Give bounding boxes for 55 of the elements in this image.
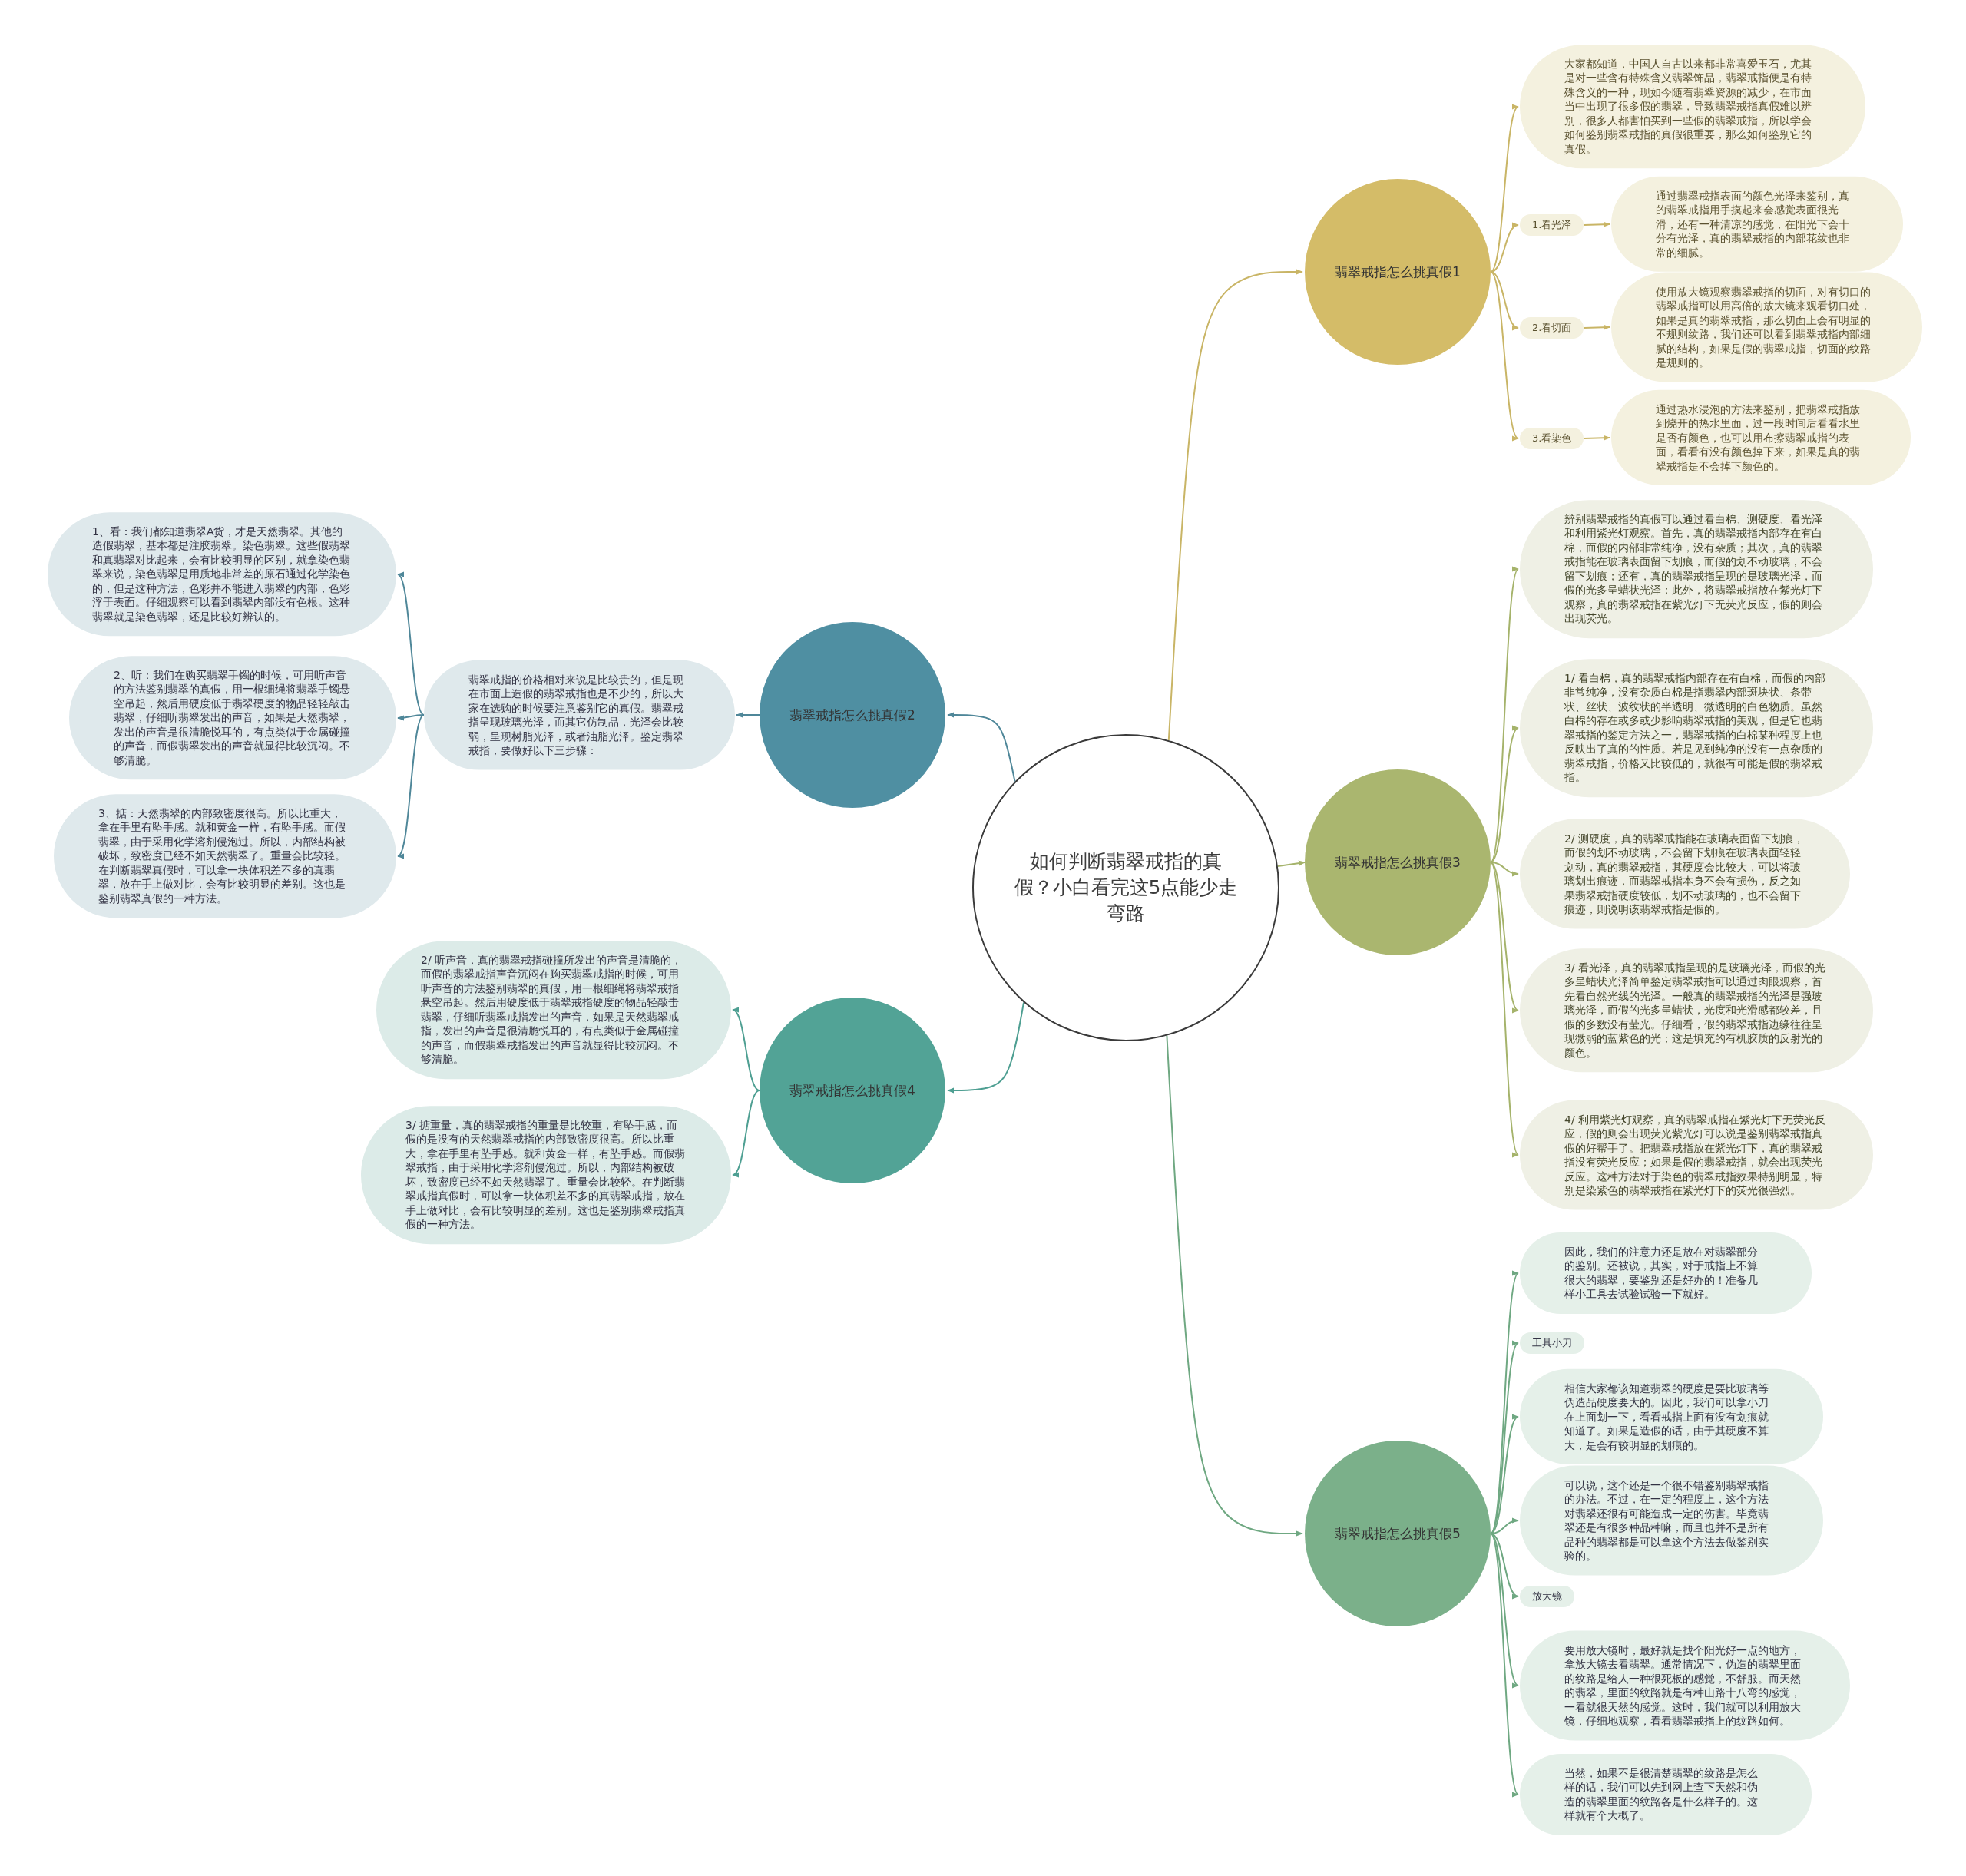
- connector-arrow: [736, 712, 760, 718]
- connector-arrow: [1490, 271, 1519, 439]
- note-bubble: 3/ 掂重量，真的翡翠戒指的重量是比较重，有坠手感，而假的是没有的天然翡翠戒指的内部致密度很高。所以比重大，拿在手里有坠手感。就和黄金一样，有坠手感。而假翡翠戒指，由于采用化学溶剂侵泡过。所以，内部结构被破坏，致密度已经不如天然翡翠了。重量会比较轻。在判断翡翠戒指真假时，可以拿一块体积差不多的真翡翠戒指，放在手上做对比，会有比较明显的差别。这也是鉴别翡翠戒指真假的一种方法。: [361, 1106, 731, 1244]
- topic-circle: 翡翠戒指怎么挑真假5: [1305, 1441, 1491, 1626]
- topic-circle: 翡翠戒指怎么挑真假3: [1305, 769, 1491, 955]
- note-bubble: 辨别翡翠戒指的真假可以通过看白棉、测硬度、看光泽和利用紫光灯观察。首先，真的翡翠戒指内部存在有白棉，而假的内部非常纯净，没有杂质；其次，真的翡翠戒指能在玻璃表面留下划痕，而假的划不动玻璃，不会留下划痕；还有，真的翡翠戒指呈现的是玻璃光泽，而假的光多呈蜡状光泽；此外，将翡翠戒指放在紫光灯下观察，真的翡翠戒指在紫光灯下无荧光反应，假的则会出现荧光。: [1520, 500, 1873, 638]
- note-bubble: 相信大家都该知道翡翠的硬度是要比玻璃等伪造品硬度要大的。因此，我们可以拿小刀在上面划一下，看看戒指上面有没有划痕就知道了。如果是造假的话，由于其硬度不算大，是会有较明显的划痕的。: [1520, 1368, 1823, 1465]
- topic-circle: 翡翠戒指怎么挑真假4: [760, 998, 945, 1183]
- note-bubble: 4/ 利用紫光灯观察，真的翡翠戒指在紫光灯下无荧光反应，假的则会出现荧光紫光灯可以说是鉴别翡翠戒指真假的好帮手了。把翡翠戒指放在紫光灯下，真的翡翠戒指没有荧光反应；如果是假的翡翠戒指，就会出现荧光反应。这种方法对于染色的翡翠戒指效果特别明显，特别是染紫色的翡翠戒指在紫光灯下的荧光很强烈。: [1520, 1100, 1873, 1210]
- connector-arrow: [1166, 1034, 1303, 1537]
- connector-arrow: [1583, 435, 1610, 441]
- connector-arrow: [947, 712, 1016, 782]
- connector-arrow: [947, 1001, 1024, 1094]
- topic-circle: 翡翠戒指怎么挑真假2: [760, 622, 945, 808]
- note-bubble: 3、掂：天然翡翠的内部致密度很高。所以比重大，拿在手里有坠手感。就和黄金一样，有坠手感。而假翡翠，由于采用化学溶剂侵泡过。所以，内部结构被破坏，致密度已经不如天然翡翠了。重量会比较轻。在判断翡翠真假时，可以拿一块体积差不多的真翡翠，放在手上做对比，会有比较明显的差别。这也是鉴别翡翠真假的一种方法。: [54, 794, 396, 918]
- connector-arrow: [1277, 860, 1306, 867]
- subtopic-pill: 2.看切面: [1520, 317, 1584, 339]
- note-bubble: 使用放大镜观察翡翠戒指的切面，对有切口的翡翠戒指可以用高倍的放大镜来观看切口处，如果是真的翡翠戒指，那么切面上会有明显的不规则纹路，我们还可以看到翡翠戒指内部细腻的结构，如果是假的翡翠戒指，切面的纹路是规则的。: [1611, 272, 1922, 382]
- subtopic-pill: 工具小刀: [1520, 1332, 1584, 1354]
- connector-arrow: [1490, 1533, 1519, 1795]
- connector-arrow: [732, 1090, 760, 1176]
- note-bubble: 1、看：我们都知道翡翠A货，才是天然翡翠。其他的造假翡翠，基本都是注胶翡翠。染色翡翠。这些假翡翠和真翡翠对比起来，会有比较明显的区别，就拿染色翡翠来说，染色翡翠是用质地非常差的原石通过化学染色的，但是这种方法，色彩并不能进入翡翠的内部，色彩浮于表面。仔细观察可以看到翡翠内部没有色根。这种翡翠就是染色翡翠，还是比较好辨认的。: [48, 512, 396, 637]
- connector-arrow: [1167, 269, 1303, 741]
- subtopic-pill: 1.看光泽: [1520, 214, 1584, 236]
- connector-arrow: [1583, 324, 1610, 330]
- note-bubble: 3/ 看光泽，真的翡翠戒指呈现的是玻璃光泽，而假的光多呈蜡状光泽简单鉴定翡翠戒指可以通过肉眼观察，首先看自然光线的光泽。一般真的翡翠戒指的光泽是强玻璃光泽，而假的光多呈蜡状，光度和光滑感都较差，且假的多数没有莹光。仔细看，假的翡翠戒指边缘往往呈现微弱的蓝紫色的光；这是填充的有机胶质的反射光的颜色。: [1520, 948, 1873, 1073]
- note-bubble: 2/ 测硬度，真的翡翠戒指能在玻璃表面留下划痕，而假的划不动玻璃，不会留下划痕在玻璃表面轻轻划动，真的翡翠戒指，其硬度会比较大，可以将玻璃划出痕迹，而翡翠戒指本身不会有损伤，反之如果翡翠戒指硬度较低，划不动玻璃的，也不会留下痕迹，则说明该翡翠戒指是假的。: [1520, 819, 1850, 929]
- note-bubble: 2/ 听声音，真的翡翠戒指碰撞所发出的声音是清脆的，而假的翡翠戒指声音沉闷在购买翡翠戒指的时候，可用听声音的方法鉴别翡翠的真假，用一根细绳将翡翠戒指悬空吊起。然后用硬度低于翡翠戒指硬度的物品轻敲击翡翠，仔细听翡翠戒指发出的声音，如果是天然翡翠戒指，发出的声音是很清脆悦耳的，有点类似于金属碰撞的声音，而假翡翠戒指发出的声音就显得比较沉闷。不够清脆。: [376, 941, 731, 1079]
- note-bubble: 翡翠戒指的价格相对来说是比较贵的，但是现在市面上造假的翡翠戒指也是不少的，所以大家在选购的时候要注意鉴别它的真假。翡翠戒指呈现玻璃光泽，而其它仿制品，光泽会比较弱，呈现树脂光泽，或者油脂光泽。鉴定翡翠戒指，要做好以下三步骤：: [424, 660, 735, 770]
- connector-arrow: [1583, 221, 1610, 227]
- connector-arrow: [732, 1009, 760, 1091]
- connector-arrow: [1490, 1342, 1519, 1534]
- connector-arrow: [1490, 862, 1519, 876]
- note-bubble: 通过翡翠戒指表面的颜色光泽来鉴别，真的翡翠戒指用手摸起来会感觉表面很光滑，还有一种清凉的感觉，在阳光下会十分有光泽，真的翡翠戒指的内部花纹也非常的细腻。: [1611, 176, 1903, 273]
- subtopic-pill: 放大镜: [1520, 1586, 1574, 1607]
- connector-arrow: [1490, 727, 1519, 863]
- note-bubble: 大家都知道，中国人自古以来都非常喜爱玉石，尤其是对一些含有特殊含义翡翠饰品，翡翠戒指便是有特殊含义的一种，现如今随着翡翠资源的减少，在市面当中出现了很多假的翡翠，导致翡翠戒指真假难以辨别，很多人都害怕买到一些假的翡翠戒指，所以学会如何鉴别翡翠戒指的真假很重要，那么如何鉴别它的真假。: [1520, 45, 1865, 169]
- connector-arrow: [1490, 862, 1519, 1011]
- connector-arrow: [1490, 106, 1519, 273]
- central-topic-circle: 如何判断翡翠戒指的真假？小白看完这5点能少走弯路: [972, 734, 1279, 1041]
- note-bubble: 2、听：我们在购买翡翠手镯的时候，可用听声音的方法鉴别翡翠的真假，用一根细绳将翡翠手镯悬空吊起，然后用硬度低于翡翠硬度的物品轻轻敲击翡翠，仔细听翡翠发出的声音，如果是天然翡翠，发出的声音是很清脆悦耳的，有点类似于金属碰撞的声音，而假翡翠发出的声音就显得比较沉闷。不够清脆。: [69, 656, 396, 780]
- connector-arrow: [1490, 862, 1519, 1156]
- note-bubble: 当然，如果不是很清楚翡翠的纹路是怎么样的话，我们可以先到网上查下天然和伪造的翡翠里面的纹路各是什么样子的。这样就有个大概了。: [1520, 1754, 1812, 1835]
- connector-arrow: [397, 714, 425, 857]
- note-bubble: 1/ 看白棉，真的翡翠戒指内部存在有白棉，而假的内部非常纯净，没有杂质白棉是指翡翠内部斑块状、条带状、丝状、波纹状的半透明、微透明的白色物质。虽然白棉的存在或多或少影响翡翠戒指的美观，但是它也翡翠戒指的鉴定方法之一，翡翠戒指的白棉某种程度上也反映出了真的的性质。若是见到纯净的没有一点杂质的翡翠戒指，价格又比较低的，就很有可能是假的翡翠戒指。: [1520, 659, 1873, 797]
- connector-arrow: [1490, 223, 1519, 273]
- note-bubble: 通过热水浸泡的方法来鉴别，把翡翠戒指放到烧开的热水里面，过一段时间后看看水里是否有颜色，也可以用布擦翡翠戒指的表面，看看有没有颜色掉下来，如果是真的翡翠戒指是不会掉下颜色的。: [1611, 389, 1911, 486]
- connector-arrow: [1490, 1533, 1519, 1686]
- note-bubble: 因此，我们的注意力还是放在对翡翠部分的鉴别。还被说，其实，对于戒指上不算很大的翡翠，要鉴别还是好办的！准备几样小工具去试验试验一下就好。: [1520, 1232, 1812, 1314]
- topic-circle: 翡翠戒指怎么挑真假1: [1305, 179, 1491, 365]
- note-bubble: 要用放大镜时，最好就是找个阳光好一点的地方，拿放大镜去看翡翠。通常情况下，伪造的翡翠里面的纹路是给人一种很死板的感觉，不舒服。而天然的翡翠，里面的纹路就是有种山路十八弯的感觉，一看就很天然的感觉。这时，我们就可以利用放大镜，仔细地观察，看看翡翠戒指上的纹路如何。: [1520, 1630, 1850, 1741]
- subtopic-pill: 3.看染色: [1520, 428, 1584, 449]
- connector-arrow: [397, 714, 425, 721]
- note-bubble: 可以说，这个还是一个很不错鉴别翡翠戒指的办法。不过，在一定的程度上，这个方法对翡翠还很有可能造成一定的伤害。毕竟翡翠还是有很多种品种嘛，而且也并不是所有品种的翡翠都是可以拿这个方法去做鉴别实验的。: [1520, 1465, 1823, 1576]
- connector-arrow: [397, 574, 425, 716]
